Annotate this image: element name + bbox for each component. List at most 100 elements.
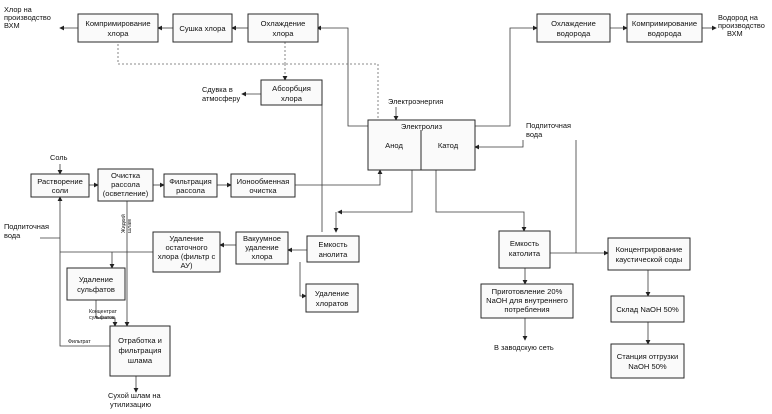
svg-text:Растворение: Растворение <box>37 177 83 186</box>
node-absorb-chlorine: Абсорбция хлора <box>260 79 323 106</box>
svg-text:сульфатов: сульфатов <box>77 285 115 294</box>
label-salt: Соль <box>50 153 68 162</box>
label-filtrate: Фильтрат <box>68 339 91 345</box>
svg-text:Электролиз: Электролиз <box>401 122 443 131</box>
svg-text:Подпиточная: Подпиточная <box>526 121 571 130</box>
svg-text:Компримирование: Компримирование <box>632 19 697 28</box>
node-naoh-ship: Станция отгрузки NaOH 50% <box>610 343 685 379</box>
svg-text:Водород на: Водород на <box>718 13 759 22</box>
svg-text:водорода: водорода <box>648 29 682 38</box>
svg-text:Сушка хлора: Сушка хлора <box>179 24 226 33</box>
svg-text:Емкость: Емкость <box>510 239 539 248</box>
svg-text:Сдувка в: Сдувка в <box>202 85 233 94</box>
node-compress-hydrogen: Компримирование водорода <box>626 13 703 43</box>
svg-text:Приготовление 20%: Приготовление 20% <box>492 287 563 296</box>
edge-anode-to-anolyte-line <box>337 170 413 215</box>
svg-text:хлоратов: хлоратов <box>316 299 348 308</box>
svg-text:атмосферу: атмосферу <box>202 94 240 103</box>
svg-text:Очистка: Очистка <box>111 171 141 180</box>
node-electrolysis: Электролиз Анод Катод <box>367 119 476 171</box>
svg-text:NaOH 50%: NaOH 50% <box>628 362 667 371</box>
node-sulfate-removal: Удаление сульфатов <box>66 267 126 301</box>
svg-text:анолита: анолита <box>319 250 349 259</box>
node-ion-exchange: Ионообменная очистка <box>230 173 296 198</box>
node-brine-filtration: Фильтрация рассола <box>163 173 218 198</box>
edge-ion-to-electrolysis <box>295 169 383 186</box>
svg-text:вода: вода <box>526 130 543 139</box>
svg-text:Абсорбция: Абсорбция <box>272 84 311 93</box>
node-cool-chlorine: Охлаждение хлора <box>247 13 319 43</box>
label-sulfate-concentrate: Концентрат сульфатов <box>89 309 117 321</box>
svg-text:Катод: Катод <box>438 141 459 150</box>
svg-text:Вакуумное: Вакуумное <box>243 234 281 243</box>
label-hydrogen-out: Водород на производство ВХМ <box>718 13 765 38</box>
edge-sulfate-concentrate <box>95 300 118 327</box>
svg-text:шлама: шлама <box>128 356 153 365</box>
svg-text:фильтрация: фильтрация <box>119 346 162 355</box>
node-sludge: Отработка и фильтрация шлама <box>109 325 171 377</box>
node-naoh-store: Склад NaOH 50% <box>610 295 685 323</box>
svg-text:ВХМ: ВХМ <box>727 29 743 38</box>
svg-text:сульфатов: сульфатов <box>89 315 115 321</box>
connectors <box>40 25 717 393</box>
svg-text:Фильтрация: Фильтрация <box>169 177 211 186</box>
edge-makeup-water <box>474 140 524 150</box>
svg-text:Емкость: Емкость <box>318 240 347 249</box>
svg-text:очистка: очистка <box>249 186 277 195</box>
svg-text:хлора: хлора <box>108 29 130 38</box>
svg-text:Удаление: Удаление <box>79 275 113 284</box>
label-makeup-water-right: Подпиточная вода <box>526 121 571 139</box>
node-naoh-20: Приготовление 20% NaOH для внутреннего п… <box>480 283 574 319</box>
svg-text:Склад NaOH 50%: Склад NaOH 50% <box>616 305 679 314</box>
node-compress-chlorine: Компримирование хлора <box>77 13 159 43</box>
svg-text:каустической соды: каустической соды <box>616 255 683 264</box>
svg-text:Концентрирование: Концентрирование <box>616 245 683 254</box>
svg-text:Отработка и: Отработка и <box>118 336 162 345</box>
svg-text:хлора (фильтр с: хлора (фильтр с <box>158 252 216 261</box>
edge-filtrate <box>59 252 110 347</box>
svg-text:католита: католита <box>509 249 541 258</box>
svg-text:хлора: хлора <box>273 29 295 38</box>
svg-text:Охлаждение: Охлаждение <box>261 19 306 28</box>
edge-anolyte-to-chlorate <box>299 262 307 299</box>
svg-text:Охлаждение: Охлаждение <box>551 19 596 28</box>
svg-text:потребления: потребления <box>504 305 549 314</box>
edge-dashed-chlorine <box>117 40 379 120</box>
svg-text:NaOH для внутреннего: NaOH для внутреннего <box>486 296 568 305</box>
svg-text:Ионообменная: Ионообменная <box>237 177 290 186</box>
edge-anode-to-cool-chlorine <box>316 25 368 127</box>
node-brine-cleaning: Очистка рассола (осветление) <box>97 168 154 202</box>
svg-text:водорода: водорода <box>557 29 591 38</box>
svg-text:шлам: шлам <box>127 219 133 233</box>
node-residual-chlorine: Удаление остаточного хлора (фильтр с АУ) <box>152 231 221 273</box>
svg-text:остаточного: остаточного <box>165 243 207 252</box>
svg-text:рассола: рассола <box>111 180 141 189</box>
svg-text:соли: соли <box>52 186 69 195</box>
svg-text:ВХМ: ВХМ <box>4 21 20 30</box>
svg-text:Подпиточная: Подпиточная <box>4 222 49 231</box>
label-chlorine-out: Хлор на производство ВХМ <box>4 5 51 30</box>
edge-cathode-to-cool-h2 <box>435 25 538 127</box>
svg-text:Удаление: Удаление <box>315 289 349 298</box>
svg-text:Жидкий: Жидкий <box>120 214 127 233</box>
label-vent: Сдувка в атмосферу <box>202 85 240 103</box>
label-plant-network: В заводскую сеть <box>494 343 554 352</box>
svg-text:Удаление: Удаление <box>169 234 203 243</box>
svg-text:Станция отгрузки: Станция отгрузки <box>617 352 678 361</box>
node-chlorate-removal: Удаление хлоратов <box>305 283 359 313</box>
svg-text:хлора: хлора <box>252 252 274 261</box>
node-catholyte-tank: Емкость католита <box>498 230 551 269</box>
svg-text:Хлор на: Хлор на <box>4 5 33 14</box>
svg-text:удаление: удаление <box>245 243 279 252</box>
node-cool-hydrogen: Охлаждение водорода <box>536 13 611 43</box>
svg-text:АУ): АУ) <box>180 261 193 270</box>
label-electricity: Электроэнергия <box>388 97 443 106</box>
svg-text:производство: производство <box>4 13 51 22</box>
node-vacuum-chlorine: Вакуумное удаление хлора <box>235 231 289 265</box>
svg-text:Анод: Анод <box>385 141 403 150</box>
svg-text:хлора: хлора <box>281 94 303 103</box>
svg-text:утилизацию: утилизацию <box>110 400 152 409</box>
label-makeup-water-left: Подпиточная вода <box>4 222 49 240</box>
svg-text:Сухой шлам на: Сухой шлам на <box>108 391 162 400</box>
